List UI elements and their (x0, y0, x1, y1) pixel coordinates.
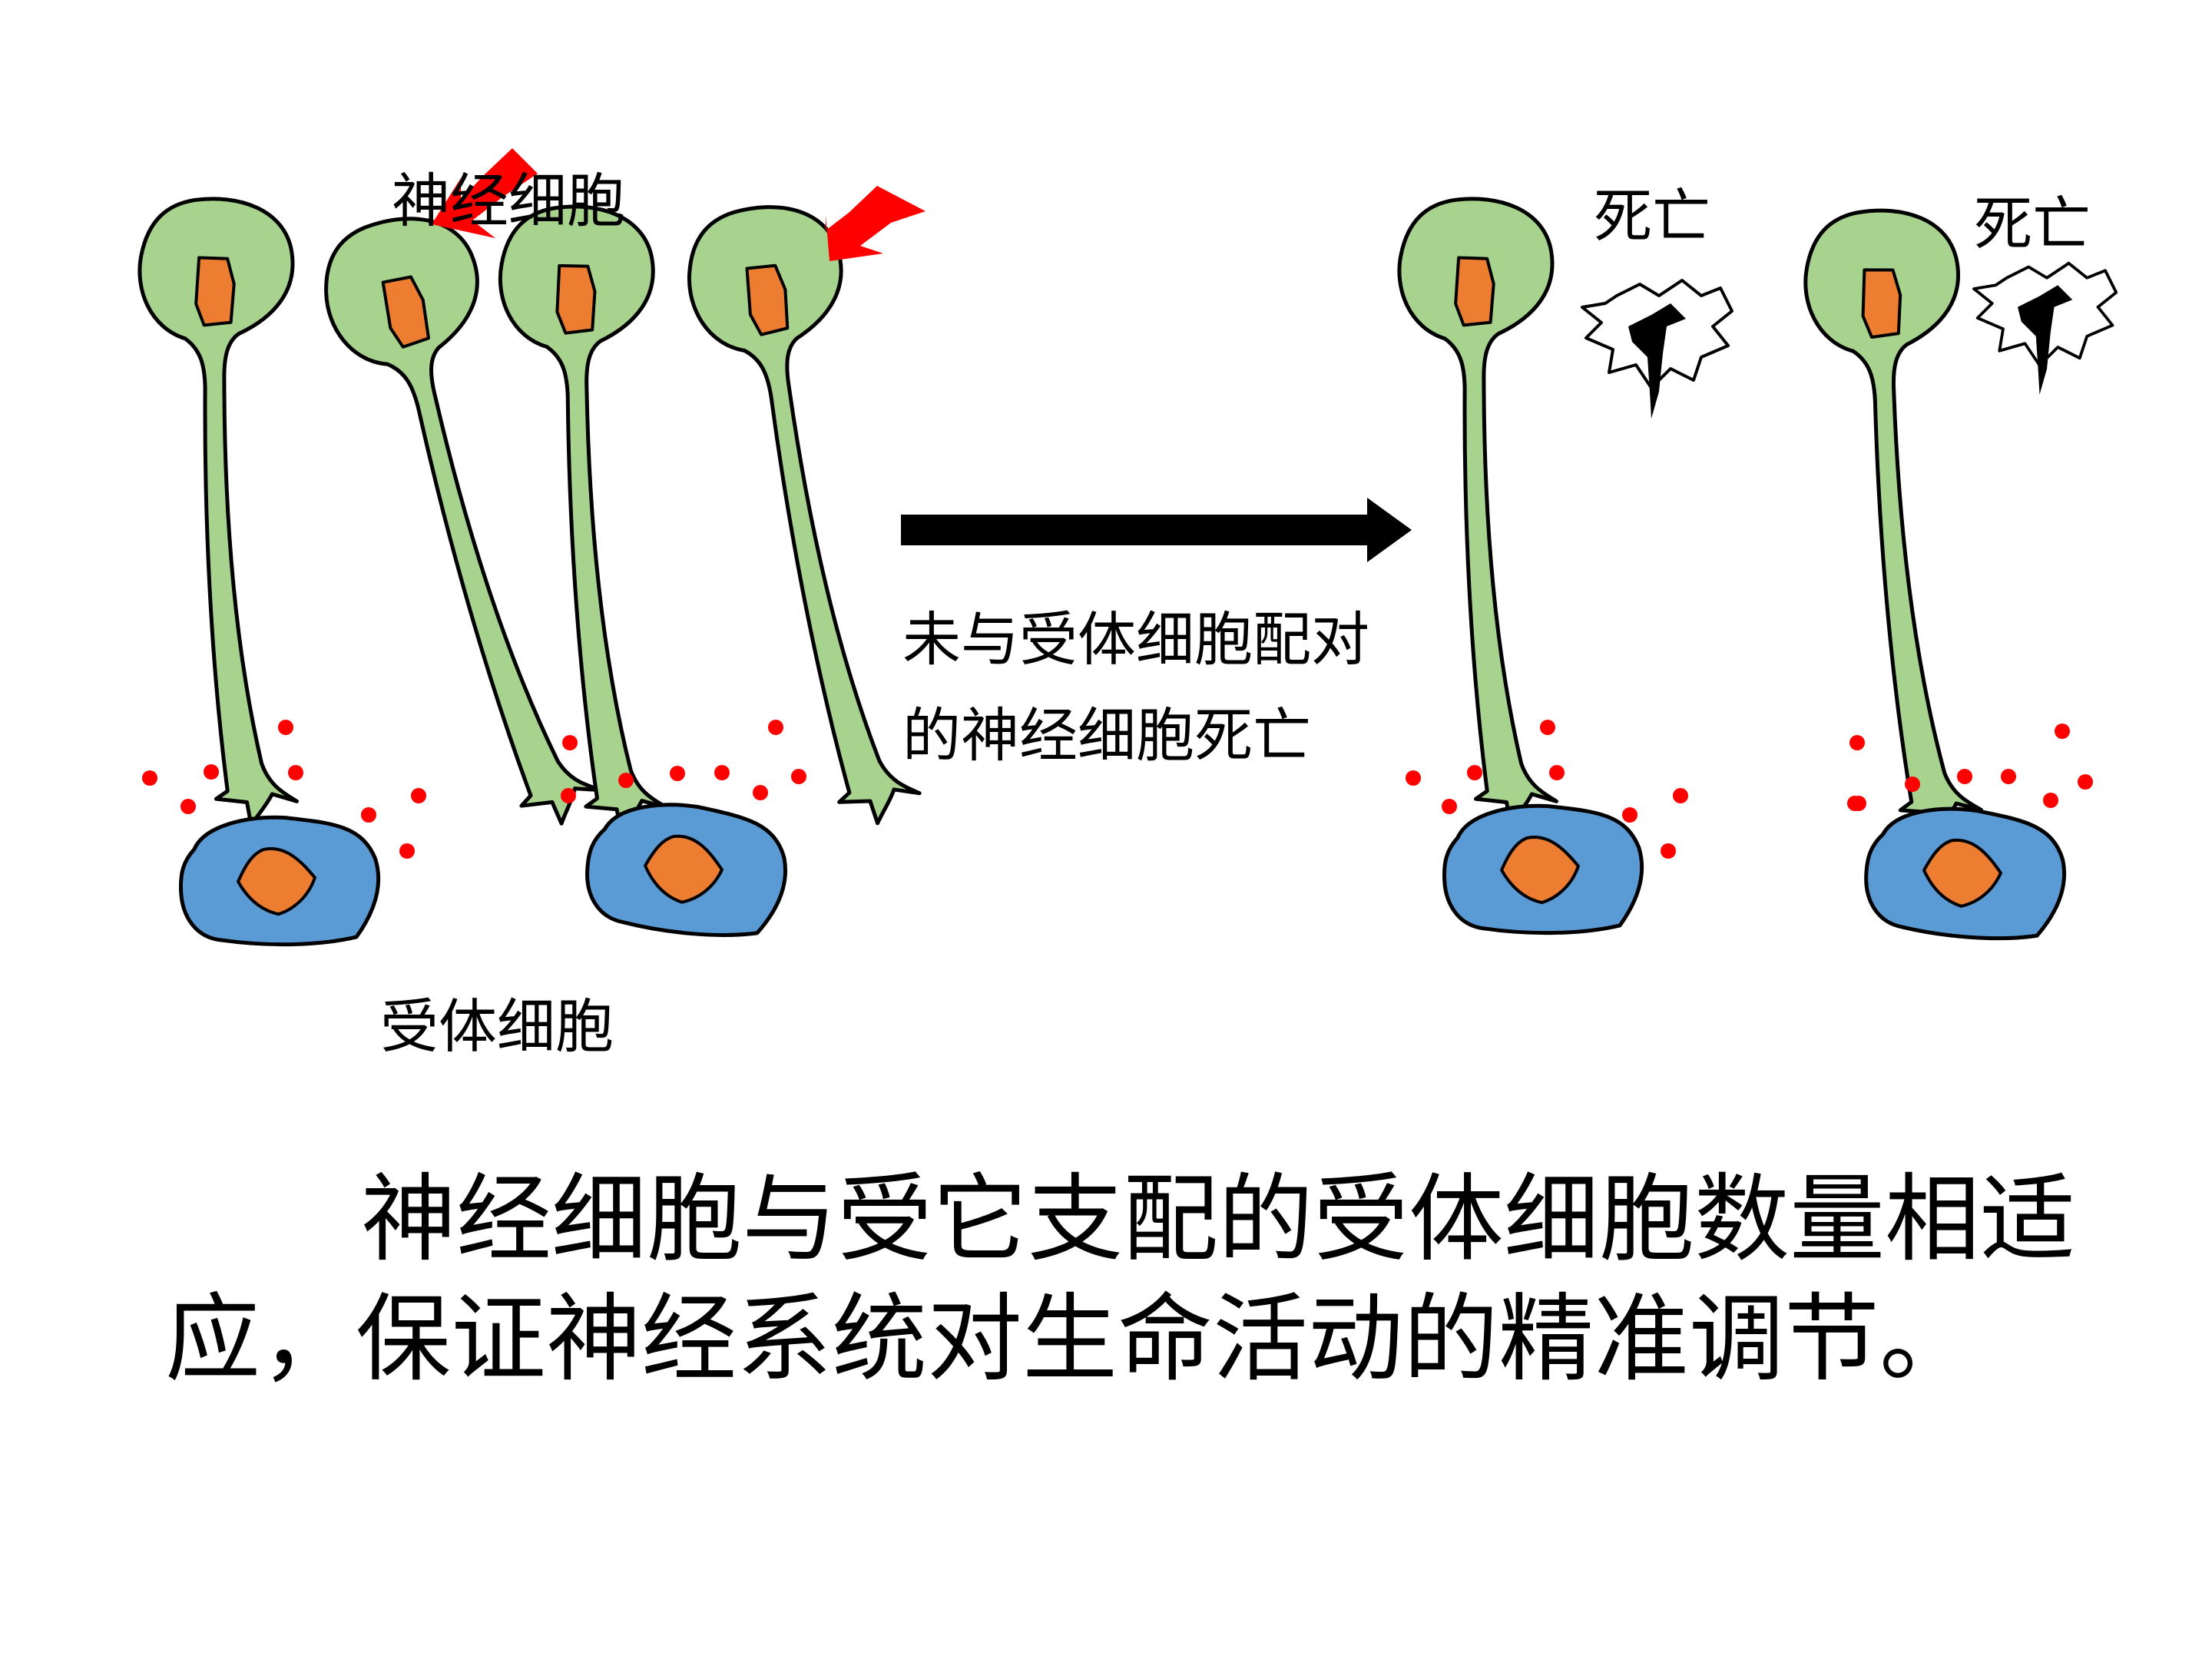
signal-dot (1549, 765, 1565, 780)
signal-dot (1905, 777, 1920, 792)
signal-dot (1540, 720, 1555, 735)
signal-dot (204, 764, 219, 780)
signal-dot (1849, 735, 1865, 750)
signal-dot (399, 843, 415, 859)
signal-dot (1406, 770, 1421, 786)
summary-text: 神经细胞与受它支配的受体细胞数量相适 应，保证神经系统对生命活动的精准调节。 (165, 1160, 2076, 1399)
red-pointer-arrow-2 (826, 186, 926, 261)
neuron-receptor-diagram (0, 148, 2118, 1152)
signal-dot (1661, 843, 1676, 859)
dead-neuron-cell-2 (1972, 261, 2118, 396)
receptor-cell-3 (1441, 800, 1645, 939)
signal-dot (361, 807, 376, 823)
signal-dots-right (1406, 720, 2093, 859)
death-label-1: 死亡 (1594, 182, 1710, 250)
signal-dot (1957, 769, 1972, 784)
signal-dot (1442, 799, 1457, 814)
red-pointer-arrow-1 (432, 148, 538, 238)
neuron-cell-survivor-2 (1802, 207, 1988, 841)
receptor-cell-4 (1864, 806, 2066, 941)
main-arrow (901, 498, 1412, 562)
signal-dot (768, 720, 783, 735)
signal-dot (2043, 793, 2058, 808)
signal-dots-left (142, 720, 806, 859)
signal-dot (411, 788, 426, 803)
arrow-caption-line-1: 未与受体细胞配对 (902, 605, 1369, 674)
signal-dot (1467, 765, 1482, 780)
signal-dot (1673, 788, 1688, 803)
signal-dot (618, 773, 634, 788)
signal-dot (562, 735, 578, 750)
receptor-cell-2 (584, 800, 789, 939)
signal-dot (1851, 796, 1866, 811)
signal-dot (670, 766, 685, 781)
receptor-cell-1 (177, 812, 382, 950)
dead-neuron-cell-1 (1581, 279, 1734, 420)
signal-dot (180, 799, 196, 814)
signal-dot (2001, 769, 2016, 784)
signal-dot (2078, 774, 2093, 790)
signal-dot (714, 765, 730, 780)
arrow-caption: 未与受体细胞配对 的神经细胞死亡 (902, 591, 1369, 783)
summary-line-1: 神经细胞与受它支配的受体细胞数量相适 (361, 1164, 2076, 1275)
neuron-cell-4 (679, 196, 928, 839)
summary-line-2: 应，保证神经系统对生命活动的精准调节。 (165, 1284, 1975, 1395)
arrow-caption-line-2: 的神经细胞死亡 (902, 701, 1311, 770)
signal-dot (561, 788, 576, 803)
signal-dot (142, 770, 157, 786)
death-label-2: 死亡 (1974, 190, 2091, 258)
signal-dot (791, 769, 806, 784)
signal-dot (288, 765, 303, 780)
neuron-label: 神经细胞 (392, 167, 625, 235)
signal-dot (753, 785, 768, 800)
signal-dot (2055, 724, 2070, 739)
receptor-label: 受体细胞 (380, 992, 614, 1061)
signal-dot (278, 720, 293, 735)
signal-dot (1622, 807, 1637, 823)
neuron-cell-survivor-1 (1398, 197, 1561, 827)
neuron-cell-1 (138, 197, 302, 827)
